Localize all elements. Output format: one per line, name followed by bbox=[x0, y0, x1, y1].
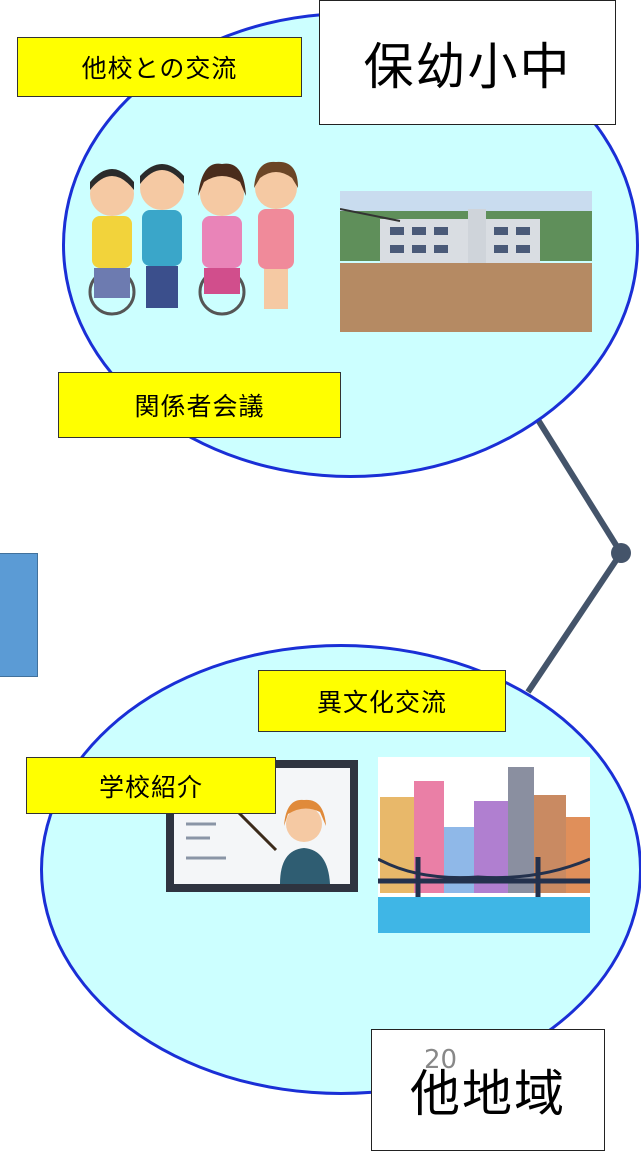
connector-lower bbox=[525, 551, 624, 694]
label-school-introduction: 学校紹介 bbox=[26, 757, 276, 814]
label-school-exchange: 他校との交流 bbox=[17, 37, 302, 97]
connector-lines bbox=[525, 413, 631, 694]
label-stakeholder-meeting: 関係者会議 bbox=[58, 372, 341, 438]
side-block bbox=[0, 553, 38, 677]
school-building-photo bbox=[340, 191, 592, 332]
city-skyline-illustration bbox=[378, 757, 590, 933]
connector-upper bbox=[532, 413, 624, 555]
label-cultural-exchange: 異文化交流 bbox=[258, 670, 506, 732]
connector-node bbox=[611, 543, 631, 563]
bottom-group-title: 他地域 bbox=[371, 1029, 605, 1151]
children-illustration bbox=[84, 152, 302, 318]
top-group-title: 保幼小中 bbox=[319, 0, 616, 125]
page-number: 20 bbox=[424, 1045, 458, 1075]
